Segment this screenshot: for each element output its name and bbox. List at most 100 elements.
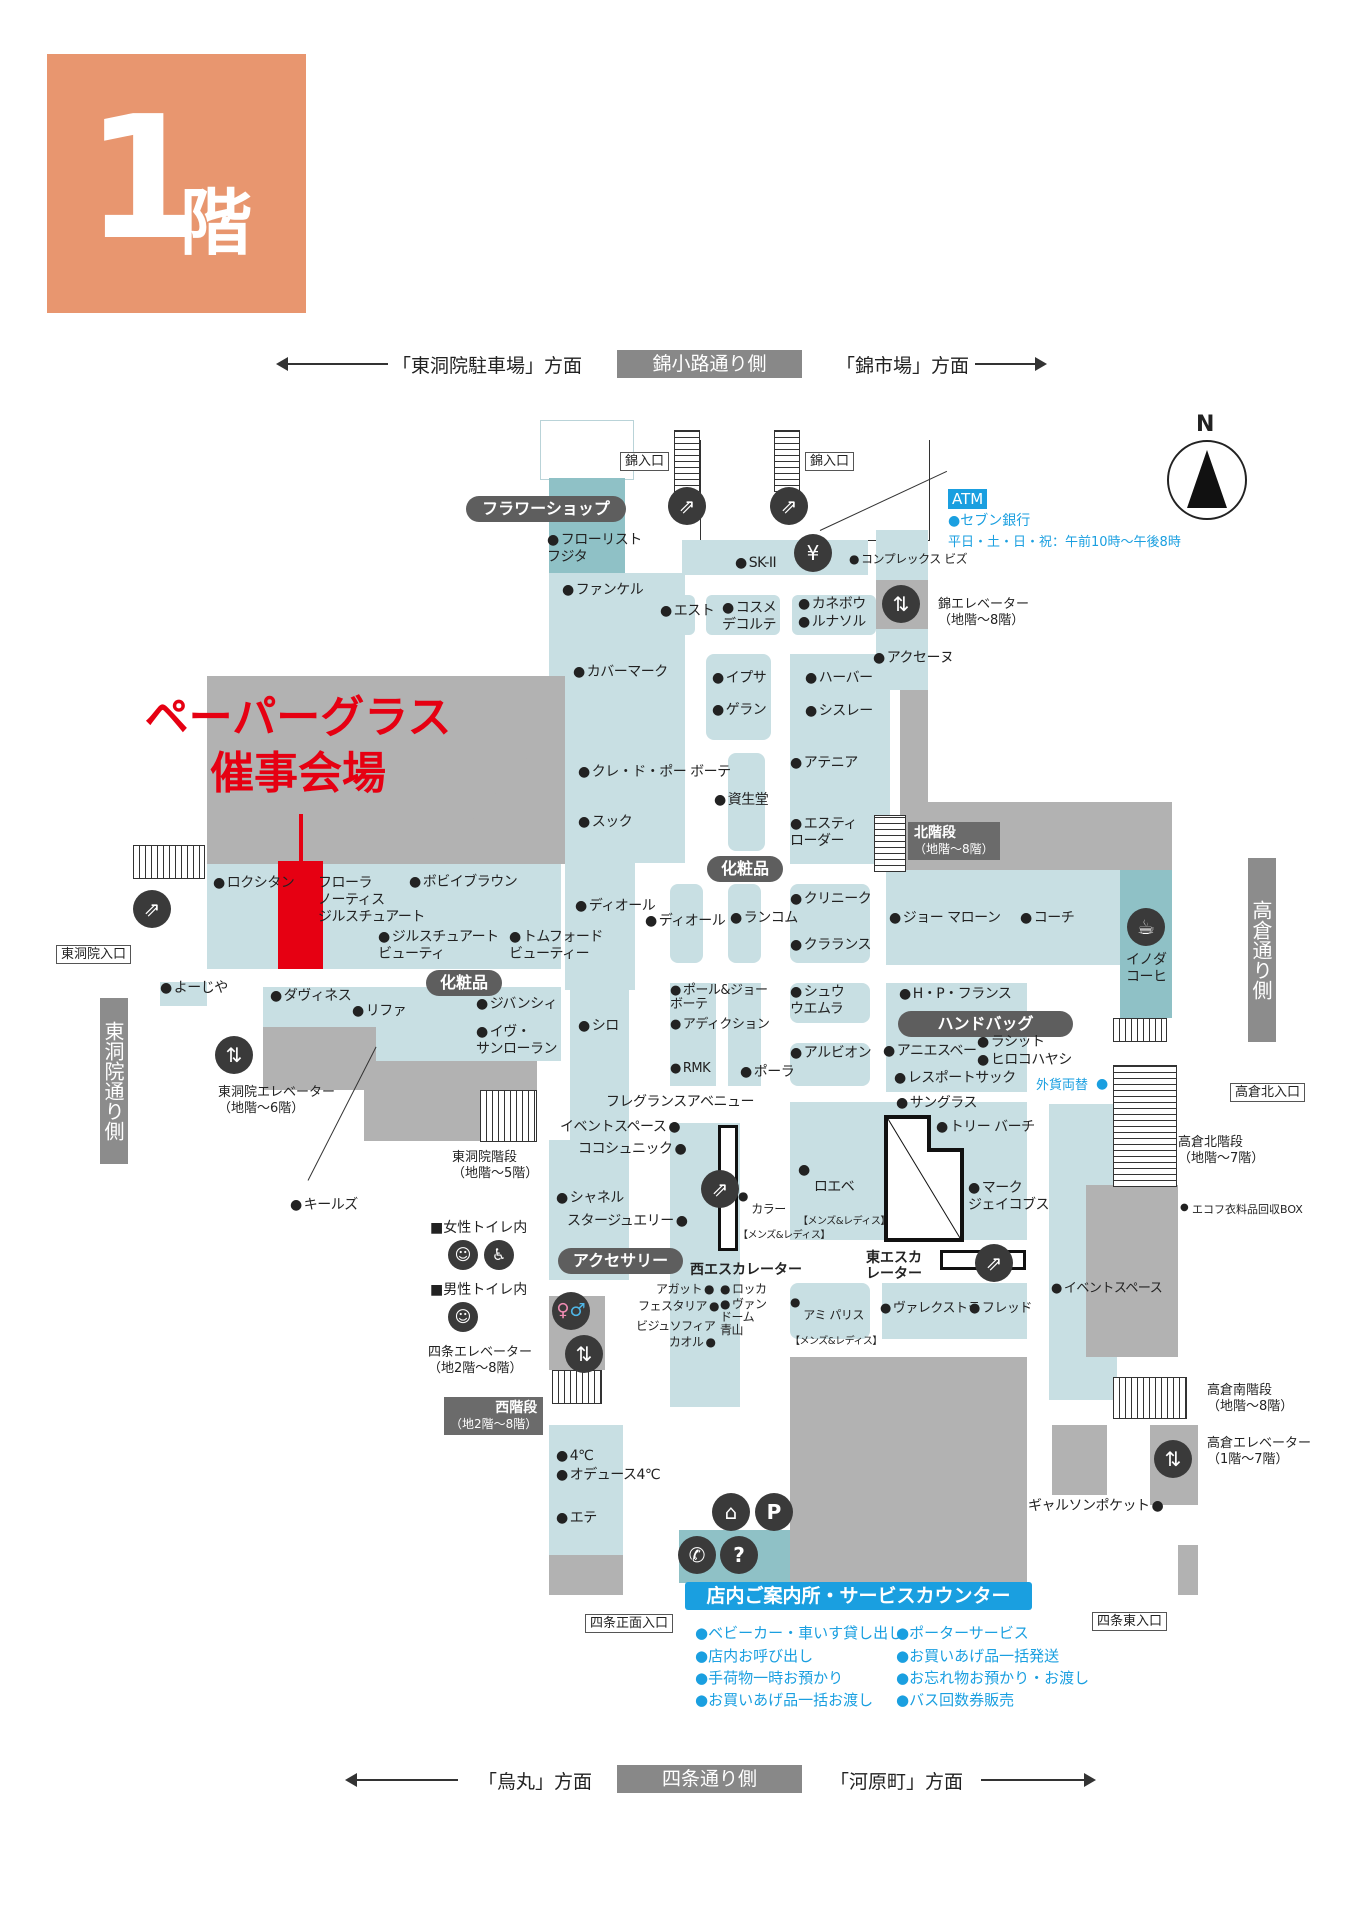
service-item: ●お忘れ物お預かり・お渡し bbox=[896, 1669, 1090, 1687]
higashinotoin-elevator-label: 東洞院エレベーター （地階〜6階） bbox=[218, 1085, 336, 1116]
shijo-main-entrance[interactable]: 四条正面入口 bbox=[585, 1614, 674, 1633]
nishiki-entrance-right[interactable]: 錦入口 bbox=[805, 452, 855, 471]
block-ipsa bbox=[706, 654, 771, 740]
takakura-north-stairs-label: 高倉北階段 （地階〜7階） bbox=[1178, 1135, 1265, 1166]
nishiki-elevator-label: 錦エレベーター （地階〜8階） bbox=[938, 597, 1030, 628]
store-tag: 【メンズ&レディス】 bbox=[738, 1230, 830, 1241]
event-venue-line1: ペーパーグラス bbox=[144, 692, 452, 743]
takakura-elevator-label: 高倉エレベーター （1階〜7階） bbox=[1207, 1436, 1312, 1467]
store-label: フレッド bbox=[969, 1300, 1033, 1317]
shijo-east-entrance[interactable]: 四条東入口 bbox=[1092, 1612, 1168, 1631]
west-stairs-label: 西階段 （地2階〜8階） bbox=[444, 1397, 544, 1435]
restroom-icon[interactable]: ♀♂ bbox=[552, 1292, 590, 1330]
store-label: スック bbox=[578, 814, 633, 831]
service-item: ●店内お呼び出し bbox=[695, 1647, 814, 1665]
store-label: スタージュエリー bbox=[567, 1213, 687, 1230]
direction-top-center: 錦小路通り側 bbox=[617, 350, 802, 378]
store-label: イヴ・ サンローラン bbox=[476, 1024, 558, 1058]
nishiki-entrance-left[interactable]: 錦入口 bbox=[620, 452, 670, 471]
takakura-north-stairs-top bbox=[1113, 1018, 1167, 1042]
store-label: シュウ ウエムラ bbox=[790, 984, 845, 1018]
store-label: ヴァレクストラ bbox=[880, 1300, 981, 1317]
compass bbox=[1167, 440, 1247, 520]
store-label: アルビオン bbox=[790, 1045, 872, 1062]
category-flower-shop: フラワーショップ bbox=[466, 496, 626, 522]
store-label: シャネル bbox=[556, 1190, 624, 1207]
store-tag: 【メンズ&レディス】 bbox=[798, 1216, 890, 1227]
information-icon: ? bbox=[720, 1536, 758, 1574]
men-toilet-label: ■男性トイレ内 bbox=[430, 1282, 528, 1298]
store-label: ポール&ジョー ボーテ bbox=[670, 984, 768, 1012]
service-item: ●お買いあげ品一括お渡し bbox=[695, 1691, 874, 1709]
store-label: ファンケル bbox=[562, 582, 644, 599]
north-stairs-right bbox=[774, 430, 800, 492]
store-label: フローリスト フジタ bbox=[547, 532, 642, 566]
direction-bottom-center: 四条通り側 bbox=[617, 1765, 802, 1793]
baby-care-icon: ☺ bbox=[448, 1302, 478, 1332]
direction-bottom-left: 「烏丸」方面 bbox=[478, 1771, 593, 1793]
store-label: ディオール bbox=[575, 898, 656, 915]
takakura-south-stairs-graphic bbox=[1113, 1377, 1187, 1419]
elevator-icon: ⇅ bbox=[882, 585, 920, 623]
north-stairs-name: 北階段 bbox=[914, 825, 956, 841]
direction-bottom-right: 「河原町」方面 bbox=[830, 1771, 964, 1793]
escalator-icon: ⇗ bbox=[133, 890, 171, 928]
southwest-gray bbox=[549, 1555, 623, 1595]
cafe-icon: ☕ bbox=[1127, 908, 1165, 946]
store-label: ヒロコハヤシ bbox=[977, 1052, 1072, 1069]
takakura-south-stairs-label: 高倉南階段 （地階〜8階） bbox=[1207, 1383, 1294, 1414]
higashinotoin-stairs-label: 東洞院階段 （地階〜5階） bbox=[452, 1150, 539, 1181]
atm-bank: ●セブン銀行 bbox=[948, 513, 1031, 529]
store-label: カバーマーク bbox=[573, 664, 668, 681]
store-label: ルナソル bbox=[798, 614, 866, 631]
store-label: リファ bbox=[352, 1003, 407, 1020]
store-label: ジバンシィ bbox=[476, 996, 558, 1013]
arrow-right-bottom bbox=[981, 1779, 1086, 1781]
west-stairs-name: 西階段 bbox=[495, 1400, 538, 1416]
escalator-icon: ⇗ bbox=[975, 1244, 1013, 1282]
southeast-gray-2 bbox=[1178, 1545, 1198, 1595]
takakura-north-entrance[interactable]: 高倉北入口 bbox=[1230, 1083, 1306, 1102]
store-label: サングラス bbox=[896, 1095, 978, 1112]
west-lower-gray-1 bbox=[263, 1027, 376, 1090]
elevator-icon: ⇅ bbox=[565, 1335, 603, 1373]
central-column-south bbox=[565, 860, 635, 990]
store-label: ランコム bbox=[730, 910, 798, 927]
atm-icon: ¥ bbox=[794, 534, 832, 572]
store-label: ゲラン bbox=[712, 702, 767, 719]
west-stairs-graphic bbox=[133, 845, 205, 879]
shijo-stairs-graphic bbox=[552, 1370, 602, 1404]
store-label: ディオール bbox=[645, 913, 726, 930]
store-label: アガット bbox=[656, 1281, 714, 1298]
west-gray-wedge bbox=[207, 676, 565, 864]
currency-exchange-dot: ● bbox=[1096, 1076, 1109, 1092]
store-tag: 【メンズ&レディス】 bbox=[790, 1336, 882, 1347]
store-label: イベントスペース bbox=[560, 1119, 680, 1136]
event-venue-title: ペーパーグラス 催事会場 bbox=[118, 690, 478, 802]
store-label: ジルスチュアート ビューティ bbox=[378, 929, 499, 963]
store-label: コーチ bbox=[1020, 910, 1075, 927]
service-counter-title[interactable]: 店内ご案内所・サービスカウンター bbox=[685, 1582, 1032, 1610]
service-item: ●ポーターサービス bbox=[896, 1624, 1029, 1642]
event-venue-line2: 催事会場 bbox=[210, 748, 386, 799]
higashinotoin-entrance[interactable]: 東洞院入口 bbox=[56, 945, 132, 964]
service-item: ●ベビーカー・車いす貸し出し bbox=[695, 1624, 904, 1642]
category-handbag: ハンドバッグ bbox=[898, 1011, 1073, 1037]
service-item: ●手荷物一時お預かり bbox=[695, 1669, 844, 1687]
service-item: ●バス回数券販売 bbox=[896, 1691, 1015, 1709]
store-label: カネボウ bbox=[798, 596, 866, 613]
store-label: アテニア bbox=[790, 755, 858, 772]
escalator-icon: ⇗ bbox=[770, 487, 808, 525]
north-stairs-left bbox=[674, 430, 700, 492]
category-accessory: アクセサリー bbox=[558, 1248, 683, 1274]
ecof-dot: ● bbox=[1180, 1202, 1189, 1213]
store-label: クリニーク bbox=[790, 891, 872, 908]
north-stairs-graphic bbox=[874, 815, 906, 872]
north-blank-area bbox=[540, 420, 634, 480]
store-label: オデュース4℃ bbox=[556, 1467, 661, 1484]
store-label: RMK bbox=[670, 1060, 711, 1077]
store-label: コンプレックス ビズ bbox=[849, 551, 968, 568]
arrowhead-right bbox=[1084, 1773, 1096, 1787]
store-label: 4℃ bbox=[556, 1448, 594, 1465]
event-venue-pointer bbox=[299, 814, 303, 862]
